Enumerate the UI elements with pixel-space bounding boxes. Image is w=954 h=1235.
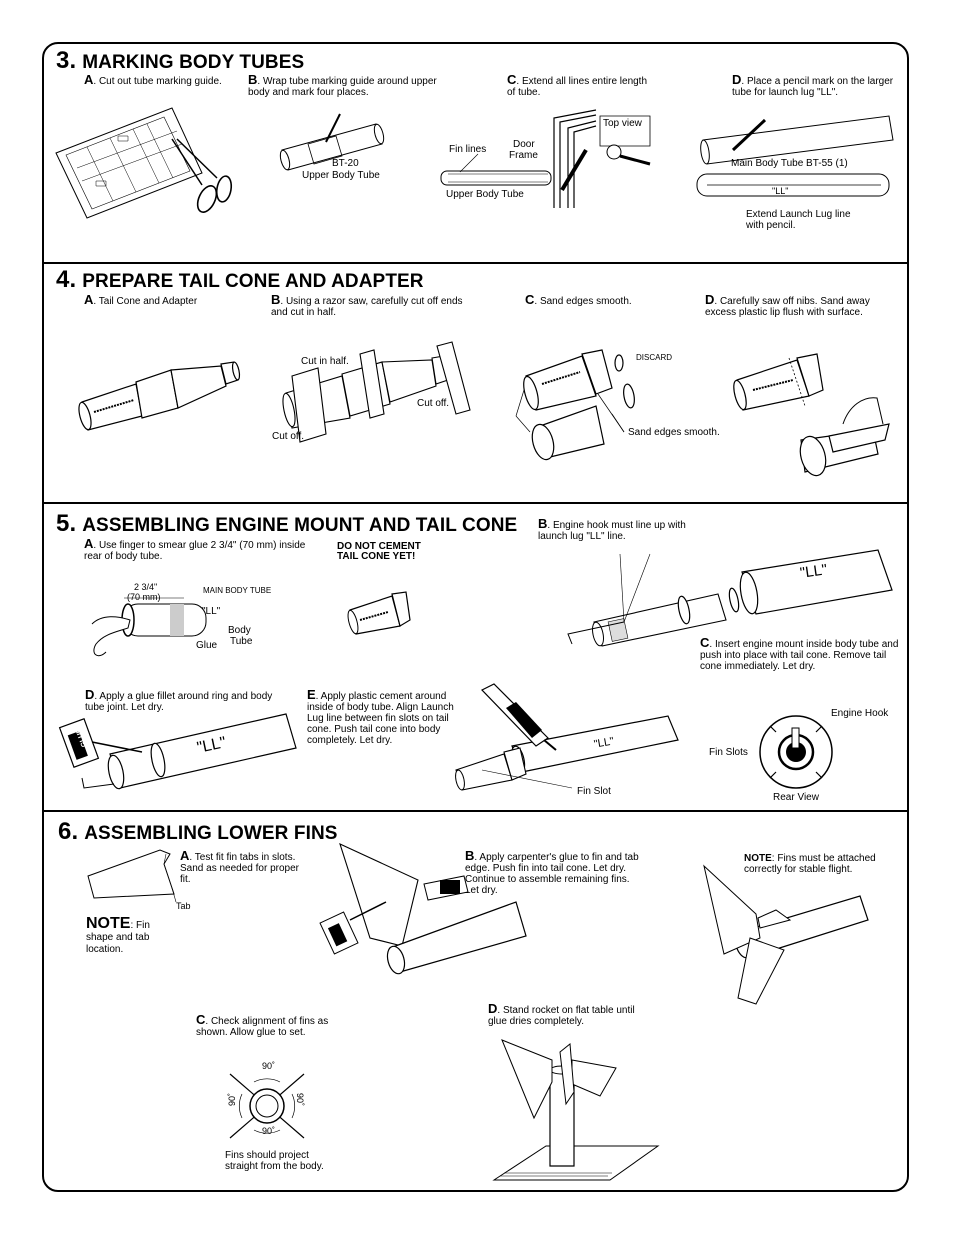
body-label: Body bbox=[228, 625, 251, 636]
fin-alignment-illustration bbox=[224, 1064, 314, 1148]
top-view-label: Top view bbox=[603, 118, 642, 129]
degree-label: 90˚ bbox=[295, 1092, 306, 1107]
ll-label: "LL" bbox=[772, 186, 789, 196]
fin-shape-illustration bbox=[84, 846, 184, 906]
tube-label: Tube bbox=[230, 636, 253, 647]
page-frame bbox=[42, 42, 909, 1192]
dim-label: (70 mm) bbox=[127, 592, 161, 602]
marking-guide-illustration bbox=[52, 103, 237, 228]
upper-body-tube-label: Upper Body Tube bbox=[446, 189, 524, 200]
door-label: Door bbox=[513, 139, 535, 150]
step-6note: NOTE: Fins must be attached correctly fo… bbox=[744, 853, 876, 875]
fin-slot-label: Fin Slot bbox=[577, 786, 611, 797]
section-divider bbox=[42, 502, 909, 504]
engine-hook-label: Engine Hook bbox=[831, 708, 889, 719]
section-6-title: 6.ASSEMBLING LOWER FINS bbox=[58, 818, 338, 845]
ll-big-label: "LL" bbox=[195, 734, 228, 757]
cut-in-half-label: Cut in half. bbox=[301, 356, 349, 367]
do-not-cement-label: TAIL CONE YET! bbox=[337, 551, 416, 562]
step-6c: C. Check alignment of fins as shown. All… bbox=[196, 1012, 329, 1038]
cut-off-label: Cut off. bbox=[272, 431, 305, 442]
ll-big-label: "LL" bbox=[798, 561, 829, 582]
bt20-label: BT-20 bbox=[332, 158, 359, 169]
step-4d: D. Carefully saw off nibs. Sand away exc… bbox=[705, 292, 870, 318]
step-6b: B. Apply carpenter's glue to fin and tab… bbox=[465, 848, 639, 896]
ll-label: "LL" bbox=[202, 606, 221, 617]
plastic-cement-illustration bbox=[452, 684, 684, 794]
fin-glue-illustration bbox=[322, 840, 532, 976]
step-4a: A. Tail Cone and Adapter bbox=[84, 292, 198, 307]
fin-slots-label: Fin Slots bbox=[709, 747, 748, 758]
rocket-fins-illustration bbox=[700, 858, 870, 1008]
rear-view-illustration bbox=[752, 712, 844, 794]
step-5b: B. Engine hook must line up with launch … bbox=[538, 516, 686, 542]
rear-view-label: Rear View bbox=[773, 792, 819, 803]
step-6a: A. Test fit fin tabs in slots. Sand as n… bbox=[180, 848, 299, 885]
step-5d: D. Apply a glue fillet around ring and b… bbox=[85, 687, 273, 713]
sand-edges-label: Sand edges smooth. bbox=[628, 427, 720, 438]
degree-label: 90˚ bbox=[262, 1126, 276, 1136]
engine-mount-illustration bbox=[558, 550, 908, 650]
step-5a: A. Use finger to smear glue 2 3/4" (70 m… bbox=[84, 536, 306, 562]
main-body-tube-label: Main Body Tube BT-55 (1) bbox=[731, 158, 848, 169]
saw-nibs-illustration bbox=[733, 350, 893, 480]
section-divider bbox=[42, 810, 909, 812]
fin-lines-label: Fin lines bbox=[449, 144, 487, 155]
degree-label: 90˚ bbox=[262, 1061, 276, 1071]
tail-cone-illustration bbox=[346, 590, 414, 638]
degree-label: 90˚ bbox=[227, 1092, 238, 1107]
standing-rocket-illustration bbox=[490, 1034, 660, 1184]
cutting-illustration bbox=[272, 338, 492, 448]
step-3a: A. Cut out tube marking guide. bbox=[84, 72, 222, 87]
step-5c: C. Insert engine mount inside body tube … bbox=[700, 635, 899, 672]
section-divider bbox=[42, 262, 909, 264]
glue-finger-illustration bbox=[88, 594, 208, 664]
step-5e: E. Apply plastic cement around inside of… bbox=[307, 687, 454, 746]
step-4b: B. Using a razor saw, carefully cut off … bbox=[271, 292, 463, 318]
step-3b: B. Wrap tube marking guide around upper … bbox=[248, 72, 437, 98]
step-3c: C. Extend all lines entire length of tub… bbox=[507, 72, 648, 98]
do-not-cement-label: DO NOT CEMENT bbox=[337, 541, 421, 552]
extend-lug-label: Extend Launch Lug line bbox=[746, 209, 851, 220]
step-6d: D. Stand rocket on flat table until glue… bbox=[488, 1001, 635, 1027]
section-5-title: 5.ASSEMBLING ENGINE MOUNT AND TAIL CONE bbox=[56, 510, 518, 537]
tab-label: Tab bbox=[176, 901, 191, 911]
door-frame-illustration bbox=[436, 110, 656, 210]
fins-project-label: straight from the body. bbox=[225, 1161, 324, 1172]
fin-note: NOTE: Fin shape and tab location. bbox=[86, 915, 150, 956]
fins-project-label: Fins should project bbox=[225, 1150, 309, 1161]
dim-label: 2 3/4" bbox=[134, 582, 158, 592]
sanding-pieces-illustration bbox=[512, 346, 652, 466]
step-3d: D. Place a pencil mark on the larger tub… bbox=[732, 72, 894, 98]
section-4-title: 4.PREPARE TAIL CONE AND ADAPTER bbox=[56, 266, 424, 293]
frame-label: Frame bbox=[509, 150, 538, 161]
step-4c: C. Sand edges smooth. bbox=[525, 292, 632, 307]
glue-label: Glue bbox=[196, 640, 218, 651]
tail-cone-adapter-illustration bbox=[76, 360, 241, 435]
glue-fillet-illustration bbox=[62, 712, 302, 792]
cut-off-label: Cut off. bbox=[417, 398, 450, 409]
discard-label: DISCARD bbox=[636, 353, 673, 362]
bt20-tube-illustration bbox=[278, 112, 386, 167]
section-3-title: 3.MARKING BODY TUBES bbox=[56, 47, 305, 74]
main-body-tube-illustration bbox=[693, 112, 903, 202]
extend-lug-label: with pencil. bbox=[746, 220, 796, 231]
main-body-tube-label: MAIN BODY TUBE bbox=[203, 586, 272, 595]
upper-body-tube-label: Upper Body Tube bbox=[302, 170, 380, 181]
